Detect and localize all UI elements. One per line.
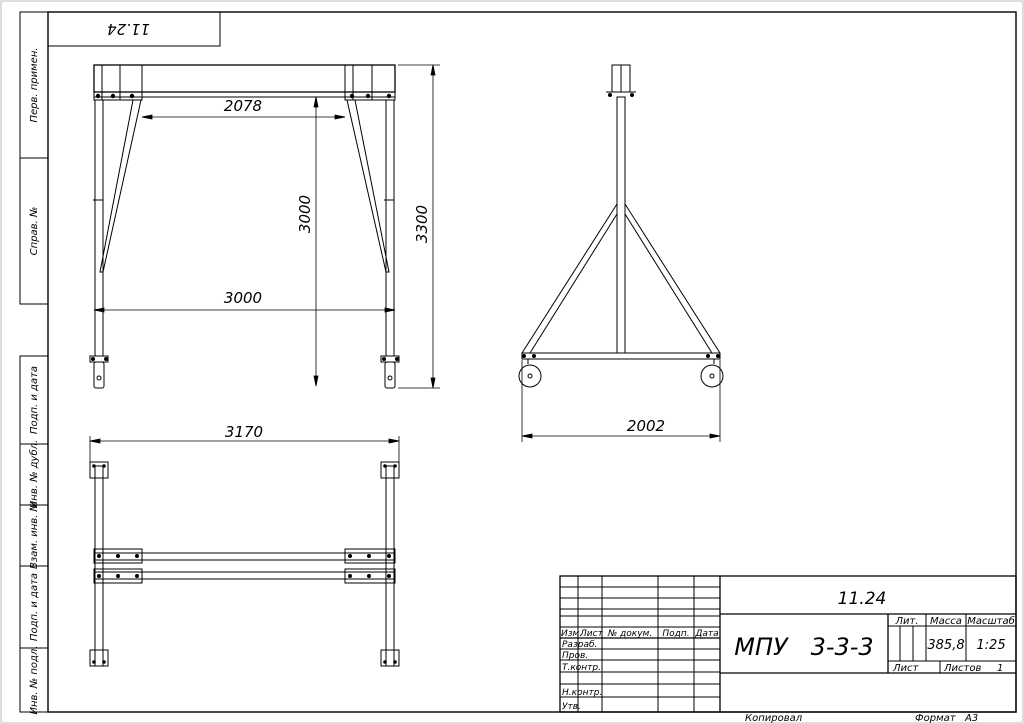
plan-view bbox=[89, 461, 400, 667]
tb-role-developed: Разраб. bbox=[562, 640, 597, 650]
tb-role-approved: Утв. bbox=[562, 702, 581, 712]
tb-sheets-label: Листов bbox=[943, 663, 981, 674]
dim-front-inner-width: 2078 bbox=[224, 97, 262, 115]
tb-mass-label: Масса bbox=[930, 616, 962, 627]
tb-sheet-label: Лист bbox=[892, 663, 920, 674]
tb-col-izm: Изм. bbox=[561, 629, 582, 639]
dim-plan-width: 3170 bbox=[225, 423, 263, 441]
stamp-inv-dup: Инв. № дубл. bbox=[28, 440, 40, 508]
front-view-bolts bbox=[91, 93, 399, 361]
tb-lit-label: Лит. bbox=[894, 616, 918, 627]
side-view bbox=[518, 64, 724, 388]
front-view bbox=[89, 64, 400, 389]
dim-front-inner-height: 3000 bbox=[296, 195, 314, 233]
tb-doc-number: 11.24 bbox=[838, 589, 887, 609]
stamp-ref-no: Справ. № bbox=[29, 207, 40, 256]
tb-scale-label: Масштаб bbox=[967, 615, 1015, 627]
title-block-grid bbox=[559, 575, 1017, 713]
top-left-number: 11.24 bbox=[107, 20, 150, 38]
top-number-box bbox=[47, 11, 221, 47]
stamp-first-use: Перв. примен. bbox=[29, 47, 40, 122]
stamp-sign-date-1: Подп. и дата bbox=[29, 366, 40, 434]
stamp-replace-inv: Взам. инв. № bbox=[29, 501, 40, 569]
tb-role-norm-control: Н.контр. bbox=[562, 688, 602, 698]
tb-name: МПУ 3-3-3 bbox=[734, 633, 873, 661]
dim-side-base-width: 2002 bbox=[627, 417, 665, 435]
plan-view-dimension-lines bbox=[89, 436, 400, 462]
footer-format-value: A3 bbox=[964, 713, 978, 724]
tb-role-checked: Пров. bbox=[562, 651, 588, 661]
front-view-dimension-lines bbox=[93, 64, 440, 389]
tb-col-sign: Подп. bbox=[662, 629, 689, 639]
tb-mass-value: 385,8 bbox=[927, 638, 964, 653]
tb-sheets-value: 1 bbox=[997, 663, 1003, 674]
dim-front-outer-width: 3000 bbox=[224, 289, 262, 307]
stamp-sign-date-2: Подп. и дата bbox=[29, 573, 40, 641]
tb-col-doc-no: № докум. bbox=[607, 629, 652, 639]
stamp-inv-orig: Инв. № подл. bbox=[29, 646, 40, 715]
tb-role-tech-control: Т.контр. bbox=[562, 663, 601, 673]
dim-front-total-height: 3300 bbox=[413, 205, 431, 243]
tb-col-date: Дата bbox=[694, 629, 718, 639]
tb-col-list: Лист bbox=[579, 629, 604, 639]
side-view-bolts bbox=[522, 93, 720, 358]
tb-scale-value: 1:25 bbox=[976, 638, 1005, 653]
footer-copied: Копировал bbox=[745, 713, 803, 724]
side-view-dimension-lines bbox=[521, 360, 721, 442]
plan-view-bolts bbox=[92, 464, 397, 664]
side-stamp-column bbox=[19, 11, 49, 713]
footer-format-label: Формат bbox=[915, 713, 957, 724]
